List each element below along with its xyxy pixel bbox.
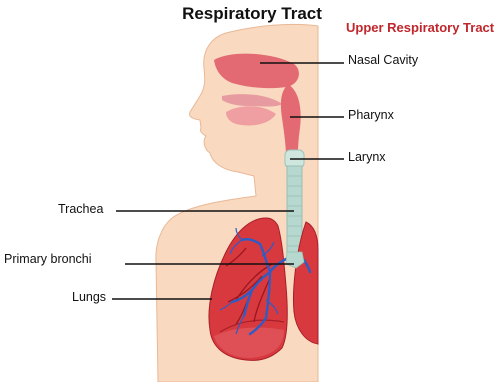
diagram-subtitle: Upper Respiratory Tract <box>346 20 494 35</box>
label-lungs: Lungs <box>72 290 106 304</box>
label-nasal-cavity: Nasal Cavity <box>348 53 418 67</box>
label-pharynx: Pharynx <box>348 108 394 122</box>
label-primary-bronchi: Primary bronchi <box>4 252 92 266</box>
label-larynx: Larynx <box>348 150 386 164</box>
label-trachea: Trachea <box>58 202 103 216</box>
